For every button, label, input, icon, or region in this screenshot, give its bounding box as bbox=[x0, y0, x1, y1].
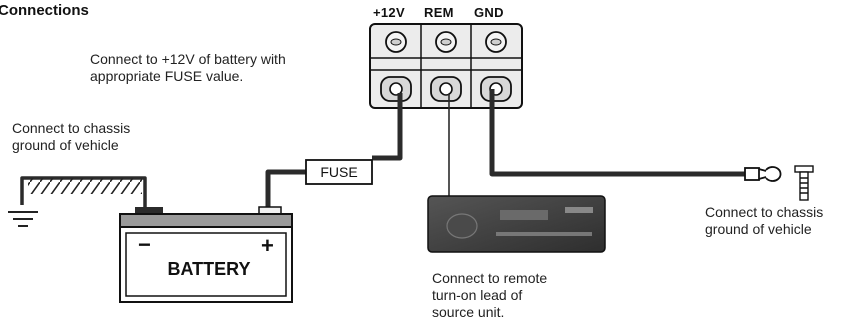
note-chassis-left-line1: Connect to chassis bbox=[12, 120, 130, 136]
wire-12v bbox=[265, 93, 403, 210]
screw-icon bbox=[385, 31, 407, 53]
wire-gnd bbox=[489, 89, 745, 177]
screw-icon bbox=[435, 31, 457, 53]
fuse-label: FUSE bbox=[320, 164, 357, 180]
wire-socket-icon bbox=[380, 76, 412, 102]
note-chassis-right-line2: ground of vehicle bbox=[705, 221, 812, 237]
note-remote-line3: source unit. bbox=[432, 304, 504, 320]
note-remote-line1: Connect to remote bbox=[432, 270, 547, 286]
wire-socket-icon bbox=[480, 76, 512, 102]
terminal-block bbox=[369, 23, 523, 109]
wire-socket-icon bbox=[430, 76, 462, 102]
battery-pos-sign: + bbox=[261, 233, 274, 258]
note-remote-line2: turn-on lead of bbox=[432, 287, 522, 303]
note-battery-line2: appropriate FUSE value. bbox=[90, 68, 243, 84]
ground-symbol-icon bbox=[8, 211, 38, 227]
fuse: FUSE bbox=[305, 159, 373, 185]
head-unit bbox=[427, 195, 606, 253]
note-battery-line1: Connect to +12V of battery with bbox=[90, 51, 286, 67]
battery-neg-sign: − bbox=[138, 232, 151, 257]
battery: − + BATTERY bbox=[119, 206, 293, 303]
note-chassis-left-line2: ground of vehicle bbox=[12, 137, 119, 153]
ring-terminal-icon bbox=[744, 166, 782, 182]
battery-label: BATTERY bbox=[168, 259, 251, 279]
terminal-label-gnd: GND bbox=[474, 5, 504, 20]
terminal-label-12v: +12V bbox=[373, 5, 405, 20]
chassis-ground-hatch bbox=[28, 178, 142, 194]
screw-icon bbox=[485, 31, 507, 53]
terminal-label-rem: REM bbox=[424, 5, 454, 20]
bolt-icon bbox=[794, 165, 814, 201]
page-title: Connections bbox=[0, 2, 89, 19]
note-chassis-right-line1: Connect to chassis bbox=[705, 204, 823, 220]
